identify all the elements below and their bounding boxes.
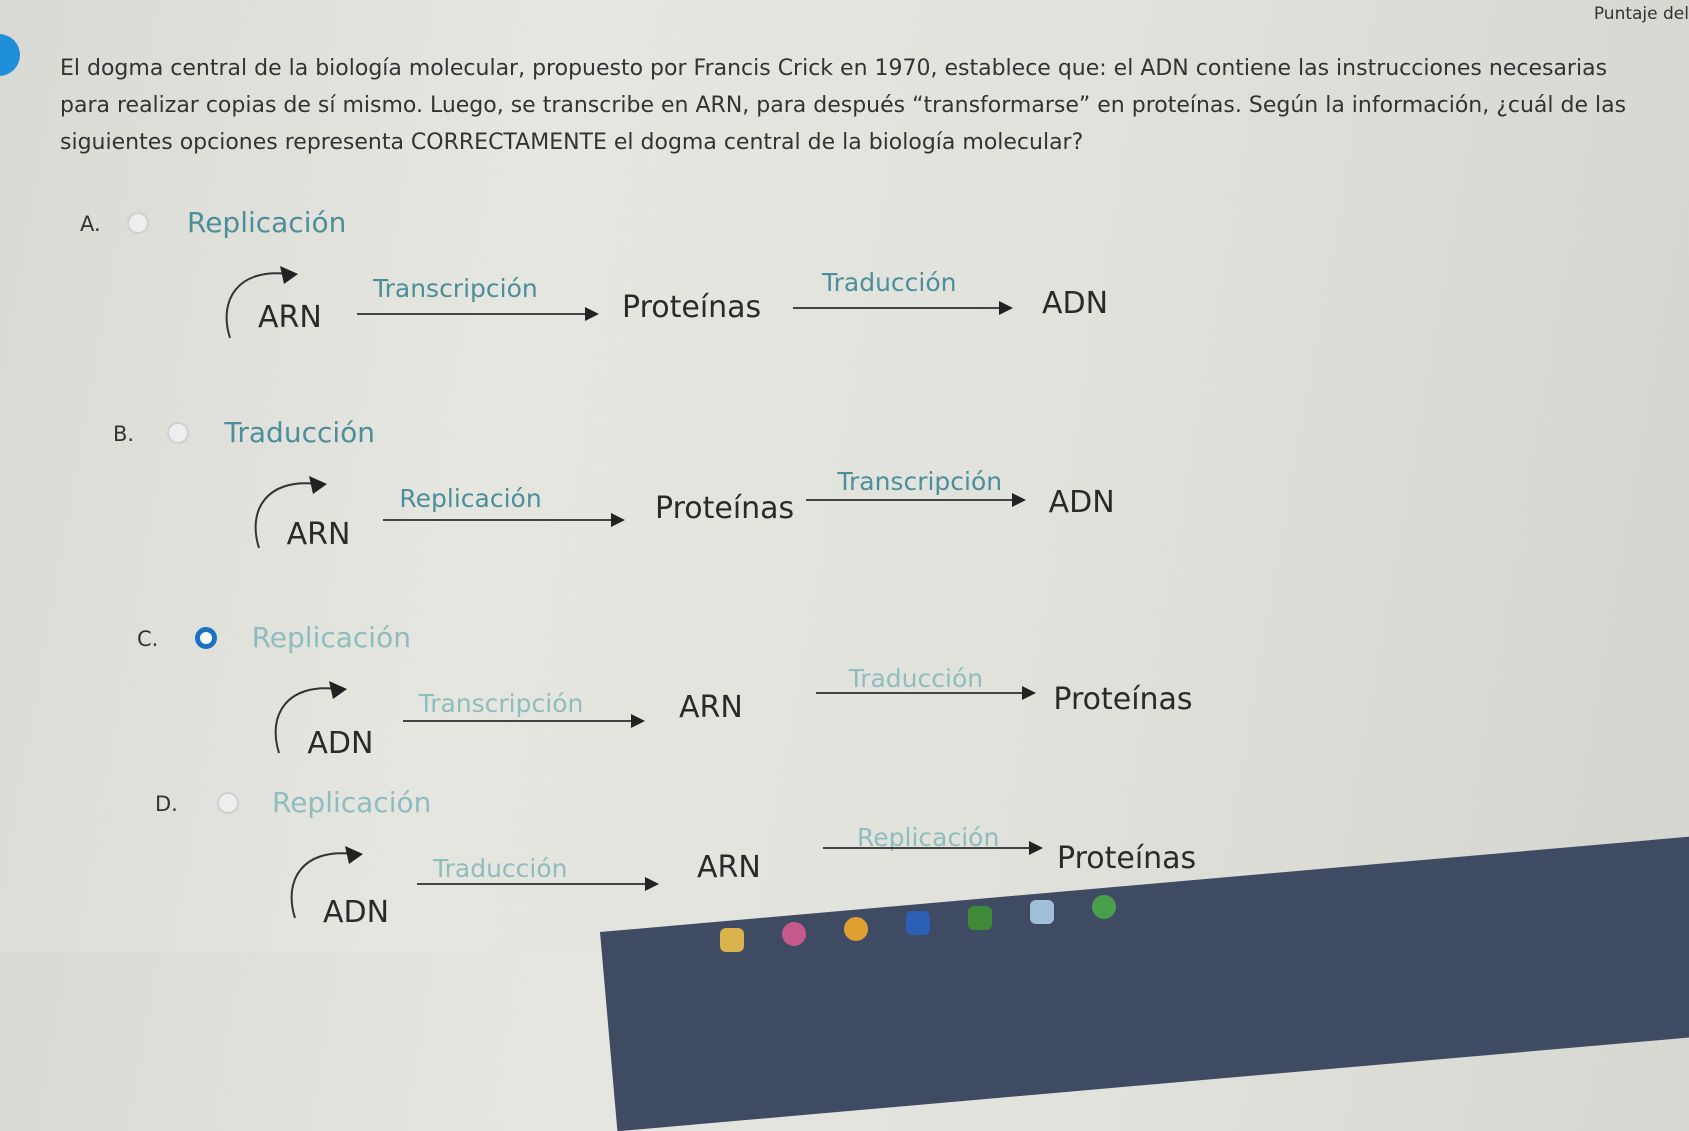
arrow-1 — [402, 714, 645, 729]
option-a[interactable]: A. Replicación ARN Transcripción Proteín… — [0, 200, 1300, 370]
diagram-node-1: ADN — [307, 726, 374, 762]
option-letter: D. — [155, 792, 178, 816]
diagram-node-3: Proteínas — [1053, 682, 1193, 717]
diagram-node-1: ADN — [323, 895, 390, 930]
question-text: El dogma central de la biología molecula… — [60, 56, 1627, 155]
loop-arrow-icon — [290, 846, 363, 919]
option-b[interactable]: B. Traducción ARN Replicación Proteínas … — [0, 410, 1300, 580]
option-d[interactable]: D. Replicación ADN Traducción ARN Replic… — [0, 780, 1300, 950]
minecraft-icon[interactable] — [968, 906, 992, 930]
chrome-icon[interactable] — [1092, 895, 1116, 919]
arrow-2 — [815, 685, 1036, 700]
option-c[interactable]: C. Replicación ADN Transcripción ARN Tra… — [0, 615, 1300, 785]
arrow-label-1: Traducción — [433, 854, 568, 883]
option-letter: A. — [80, 212, 101, 236]
arrow-1 — [417, 877, 659, 891]
option-radio[interactable] — [166, 422, 189, 444]
loop-label: Replicación — [251, 621, 411, 654]
folder-icon[interactable] — [720, 928, 744, 952]
arrow-label-1: Transcripción — [373, 274, 538, 303]
arrow-1 — [357, 307, 599, 321]
diagram-node-2: ARN — [679, 689, 743, 725]
diagram-node-2: ARN — [697, 850, 761, 885]
option-radio[interactable] — [195, 627, 218, 649]
arrow-label-2: Traducción — [848, 664, 984, 693]
diagram-node-2: Proteínas — [655, 491, 795, 527]
option-radio[interactable] — [217, 792, 239, 814]
diagram-node-1: ARN — [286, 516, 351, 552]
loop-label: Replicación — [187, 206, 347, 239]
app-icon[interactable] — [1030, 900, 1054, 924]
arrow-label-1: Replicación — [399, 484, 542, 513]
option-radio[interactable] — [127, 212, 149, 234]
arrow-2 — [806, 493, 1027, 508]
loop-label: Traducción — [224, 416, 376, 449]
loop-arrow-icon — [225, 266, 298, 339]
arrow-label-1: Transcripción — [418, 689, 584, 718]
loop-label: Replicación — [272, 786, 432, 819]
diagram-node-1: ARN — [258, 300, 322, 335]
diagram-node-3: ADN — [1048, 485, 1115, 520]
loop-arrow-icon — [275, 681, 348, 754]
arrow-2 — [793, 301, 1013, 315]
question-marker-icon — [0, 34, 20, 76]
diagram-node-3: ADN — [1042, 286, 1109, 321]
diagram-node-3: Proteínas — [1057, 841, 1197, 876]
arrow-label-2: Transcripción — [837, 467, 1003, 496]
arrow-label-2: Traducción — [822, 268, 957, 297]
chrome-icon[interactable] — [844, 917, 868, 941]
word-icon[interactable] — [906, 911, 930, 935]
diagram-node-2: Proteínas — [622, 290, 762, 325]
arrow-2 — [823, 841, 1043, 855]
loop-arrow-icon — [254, 476, 327, 549]
score-label: Puntaje del — [1593, 4, 1689, 24]
option-letter: B. — [113, 422, 135, 446]
firefox-icon[interactable] — [782, 922, 806, 946]
option-letter: C. — [137, 627, 159, 651]
arrow-1 — [383, 512, 626, 527]
